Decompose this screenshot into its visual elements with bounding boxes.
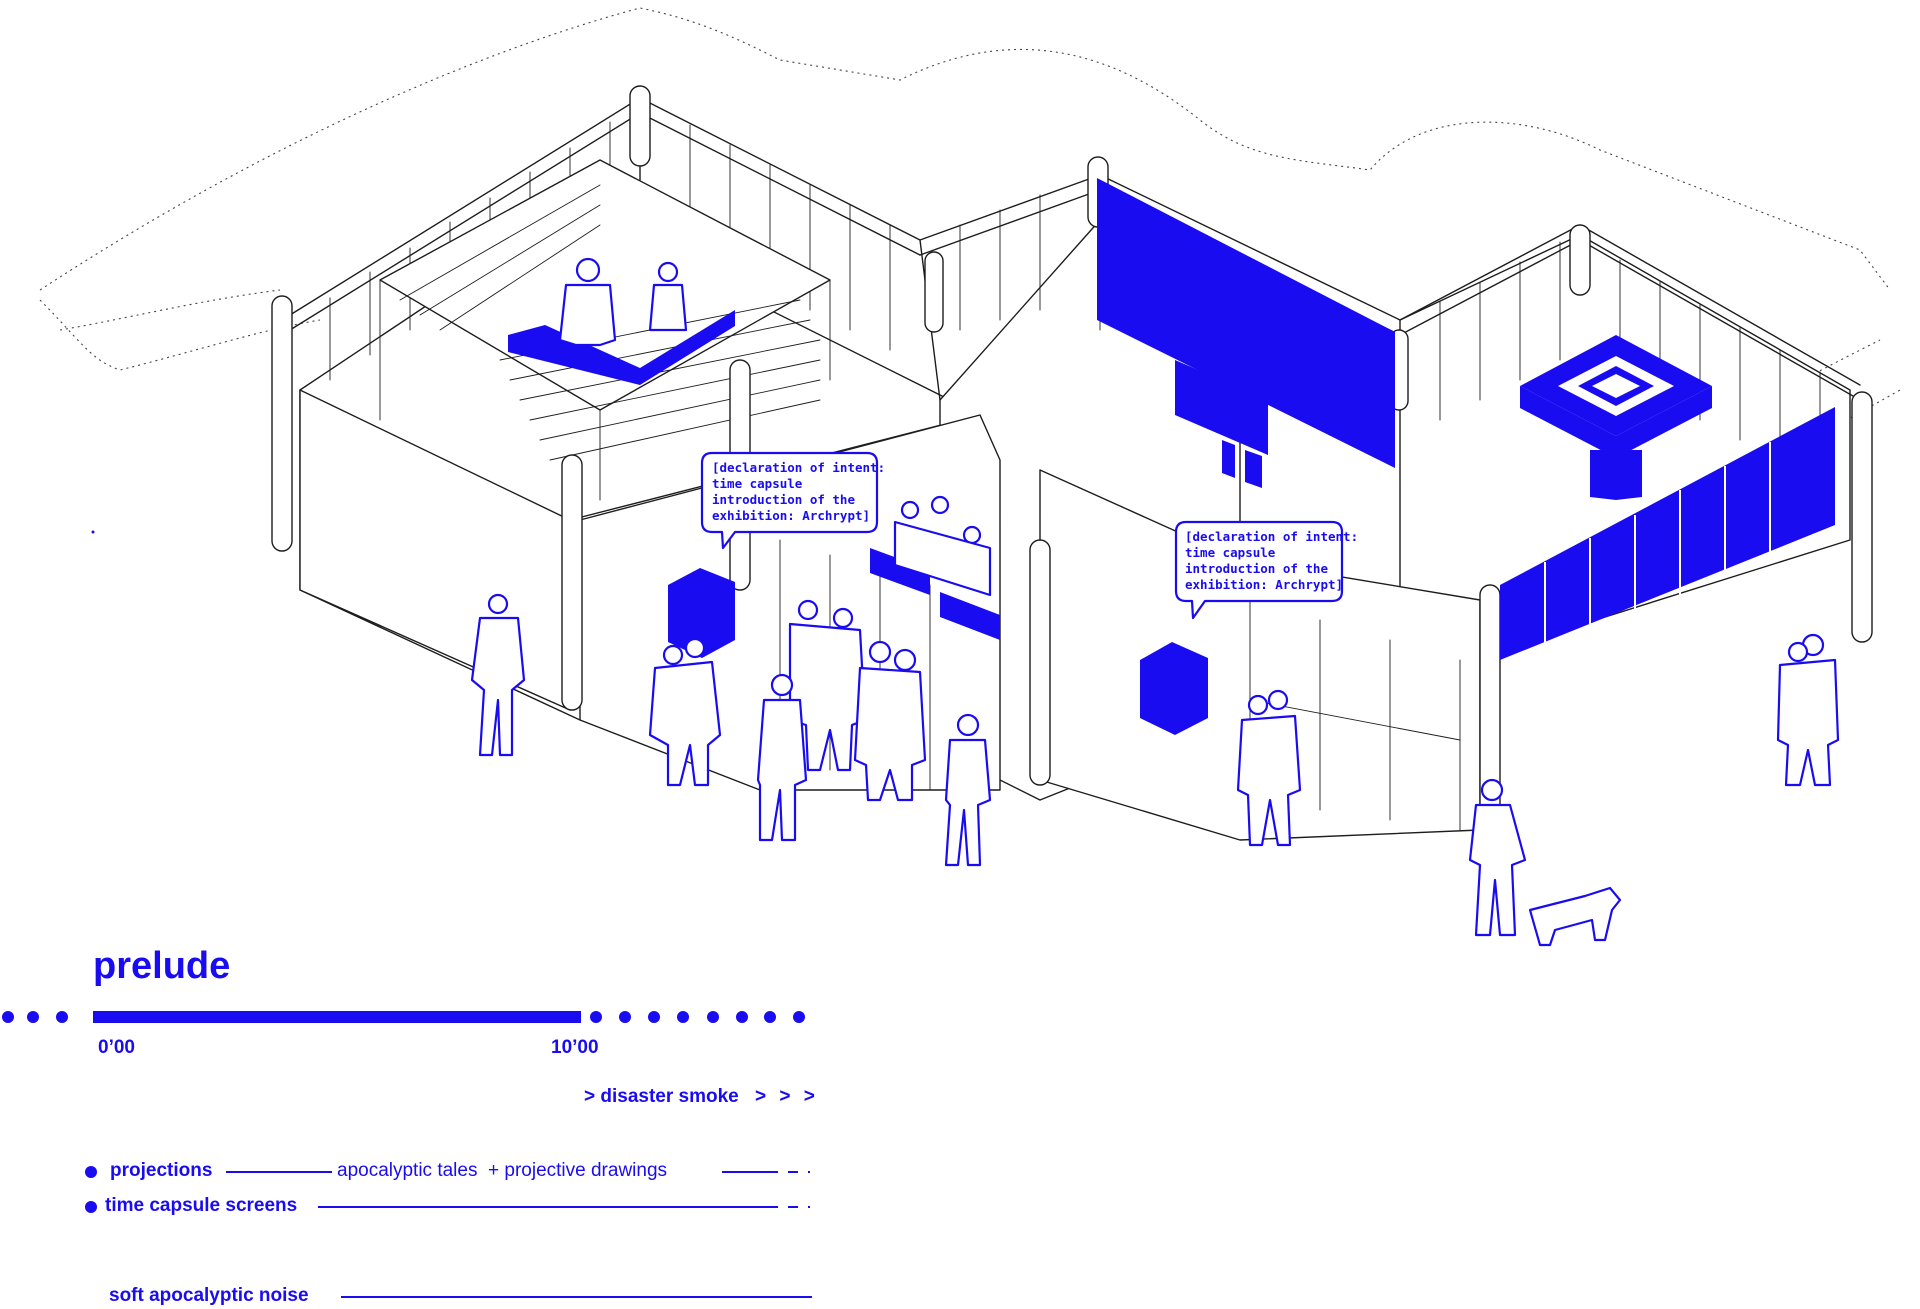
- callout-right-line-2: time capsule: [1185, 545, 1276, 560]
- callout-left-line-2: time capsule: [712, 476, 803, 491]
- blue-installations: [508, 178, 1835, 735]
- callout-left-line-4: exhibition: Archrypt]: [712, 508, 870, 523]
- figure: [944, 713, 992, 867]
- screen-lower-b: [1245, 450, 1262, 488]
- screens-marker: [85, 1201, 97, 1213]
- blue-counter: [508, 310, 735, 385]
- figure: [1468, 778, 1527, 937]
- stray-dot: [91, 530, 95, 534]
- track-screens-label: time capsule screens: [105, 1195, 298, 1216]
- figure: [1776, 633, 1840, 787]
- figure: [648, 637, 722, 787]
- figure: [648, 261, 688, 332]
- figure: [1236, 689, 1302, 847]
- small-blue-screen: [1175, 360, 1268, 455]
- people-silhouettes: [470, 257, 1840, 947]
- callout-left-line-1: [declaration of intent:: [712, 460, 885, 475]
- projections-marker: [85, 1166, 97, 1178]
- time-capsule-box-left: [668, 568, 735, 658]
- large-blue-screen: [1097, 178, 1395, 468]
- screen-lower-a: [1222, 440, 1235, 478]
- timeline: [2, 1011, 812, 1298]
- track-projections-label: projections: [110, 1160, 213, 1181]
- callout-bubble-left: [declaration of intent: time capsule int…: [700, 451, 885, 550]
- ceiling-sculpture: [1520, 335, 1712, 500]
- blue-floor-strip-b: [940, 592, 1000, 640]
- dog: [1528, 886, 1622, 947]
- callout-right-line-1: [declaration of intent:: [1185, 529, 1358, 544]
- timeline-dots-right: [590, 1011, 805, 1023]
- time-capsule-box-right: [1140, 642, 1208, 735]
- track-noise-label: soft apocalyptic noise: [109, 1285, 309, 1306]
- timeline-end-label: 10’00: [551, 1037, 599, 1058]
- callout-bubble-right: [declaration of intent: time capsule int…: [1174, 520, 1358, 620]
- figure: [756, 673, 808, 842]
- blue-floor-strip-a: [870, 548, 930, 595]
- figure: [470, 593, 526, 757]
- callout-right-line-3: introduction of the: [1185, 561, 1328, 576]
- timeline-dots-left: [2, 1011, 68, 1023]
- timeline-bar: [93, 1011, 581, 1023]
- callout-left-line-3: introduction of the: [712, 492, 855, 507]
- figure: [558, 257, 617, 347]
- timeline-title: prelude: [93, 945, 231, 987]
- disaster-smoke-arrows: > > >: [755, 1086, 819, 1107]
- blue-wall-panels: [1500, 407, 1835, 660]
- timeline-start-label: 0’00: [98, 1037, 135, 1058]
- disaster-smoke-label: > disaster smoke: [584, 1086, 739, 1107]
- figure: [893, 495, 992, 597]
- track-projections-note: apocalyptic tales + projective drawings: [337, 1160, 668, 1181]
- callout-right-line-4: exhibition: Archrypt]: [1185, 577, 1343, 592]
- figure: [853, 640, 927, 802]
